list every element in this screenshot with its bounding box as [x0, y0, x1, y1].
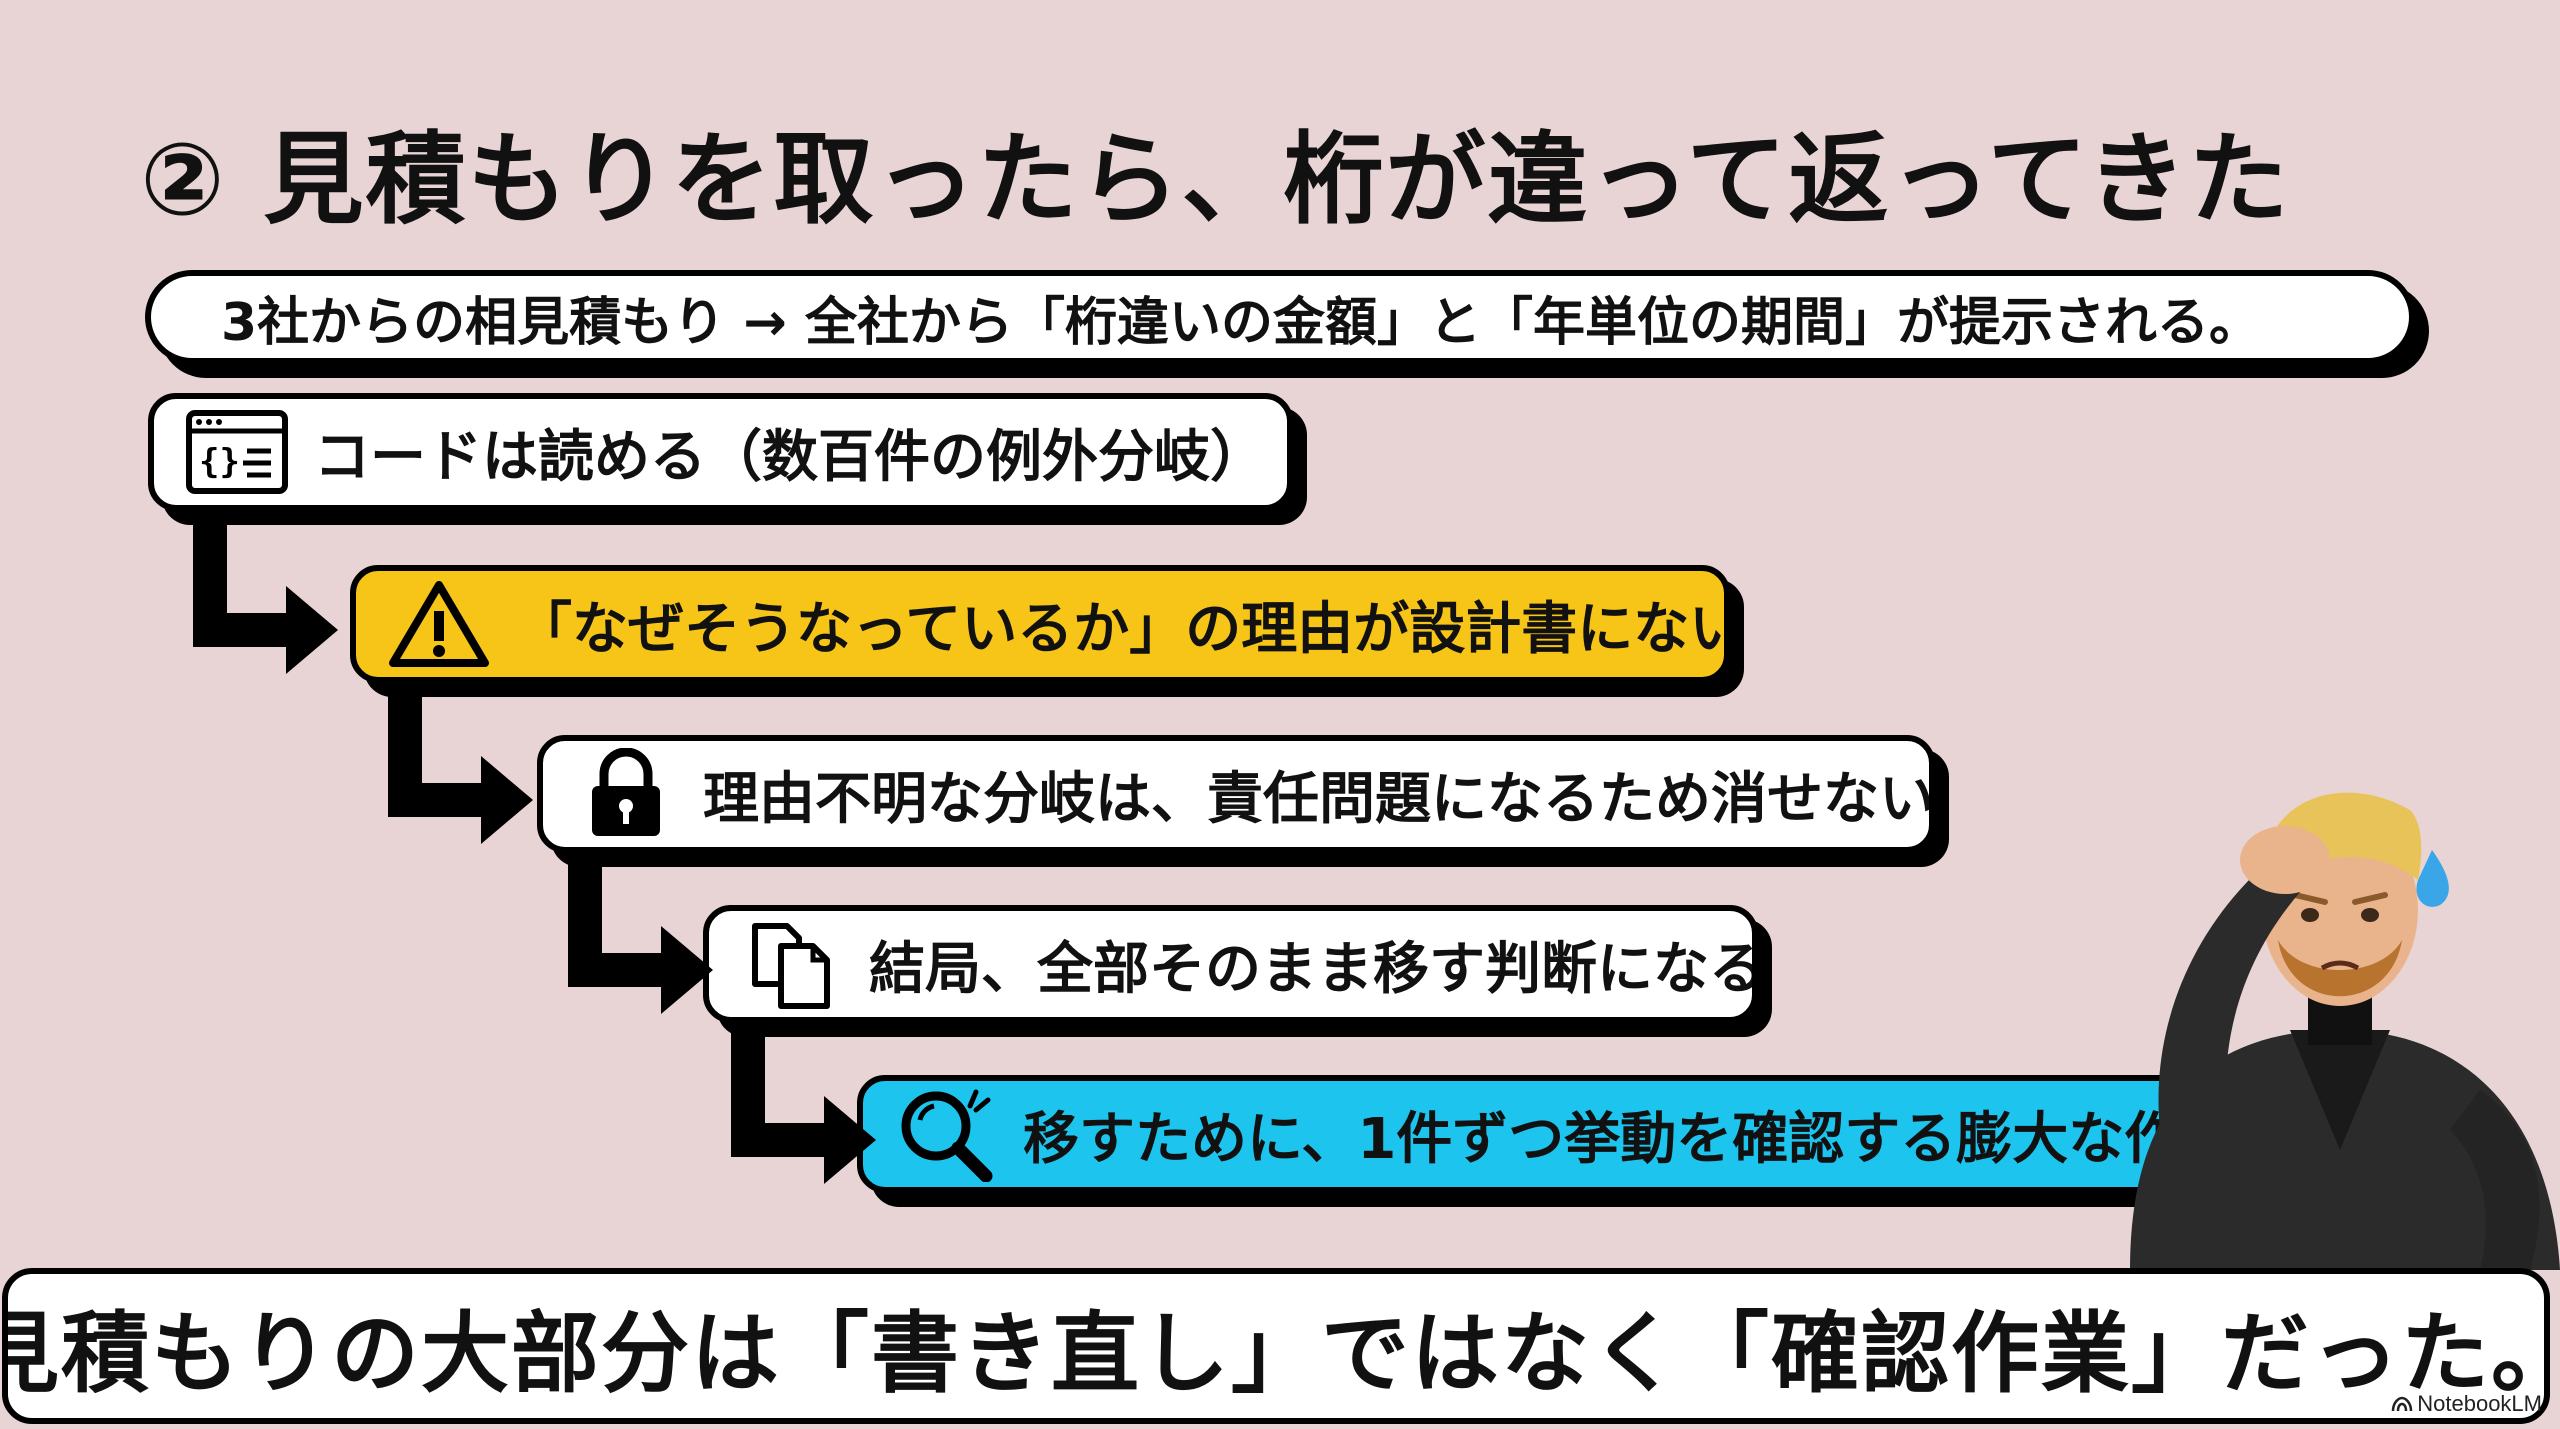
summary-text: 3社からの相見積もり → 全社から「桁違いの金額」と「年単位の期間」が提示される… [221, 292, 2261, 353]
summary-banner: 3社からの相見積もり → 全社から「桁違いの金額」と「年単位の期間」が提示される… [145, 270, 2415, 364]
copy-documents-icon [737, 916, 847, 1012]
code-window-icon: {} [182, 409, 292, 495]
step-2-label: 「なぜそうなっているか」の理由が設計書にない [516, 596, 1730, 662]
magnifier-icon [891, 1086, 1001, 1182]
arrow-1-icon [193, 520, 338, 674]
step-3-label: 理由不明な分岐は、責任問題になるため消せない [703, 766, 1935, 832]
step-3-box: 理由不明な分岐は、責任問題になるため消せない [537, 735, 1935, 853]
step-1-label: コードは読める（数百件の例外分岐） [314, 424, 1266, 490]
brand-name: NotebookLM [2417, 1391, 2542, 1416]
brand-watermark: NotebookLM [2391, 1391, 2542, 1417]
warning-icon [384, 579, 494, 669]
arrow-3-icon [568, 860, 713, 1014]
worried-person-illustration [2130, 792, 2560, 1270]
svg-text:{}: {} [199, 442, 240, 482]
conclusion-text: 見積もりの大部分は「書き直し」ではなく「確認作業」だった。 [2, 1301, 2550, 1405]
step-2-box: 「なぜそうなっているか」の理由が設計書にない [350, 565, 1730, 683]
page-title: ② 見積もりを取ったら、桁が違って返ってきた [140, 121, 2291, 238]
arrow-2-icon [388, 690, 533, 844]
conclusion-banner: 見積もりの大部分は「書き直し」ではなく「確認作業」だった。 [2, 1268, 2550, 1424]
notebooklm-logo-icon [2392, 1396, 2413, 1412]
lock-icon [571, 748, 681, 840]
arrow-4-icon [731, 1030, 876, 1184]
step-1-box: {} コードは読める（数百件の例外分岐） [148, 393, 1293, 511]
step-4-box: 結局、全部そのまま移す判断になる [703, 905, 1758, 1023]
step-4-label: 結局、全部そのまま移す判断になる [869, 936, 1758, 1002]
